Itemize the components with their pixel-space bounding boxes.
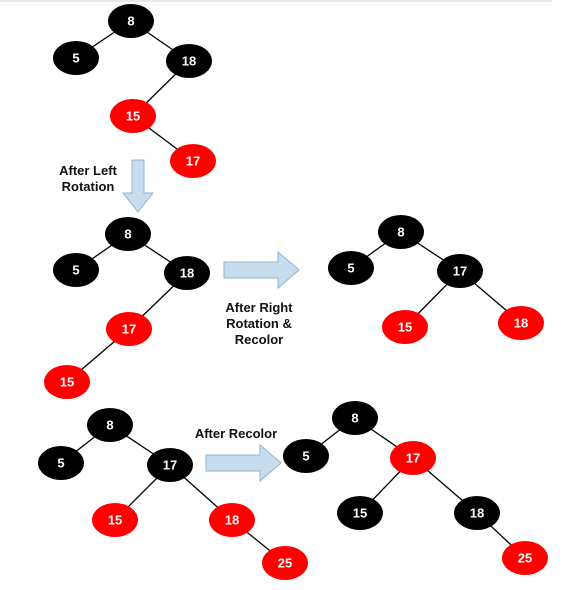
tree4-node-8: 8 — [87, 408, 133, 442]
tree2-node-18: 18 — [164, 256, 210, 290]
tree1-node-17: 17 — [170, 144, 216, 178]
tree1-node-8: 8 — [108, 4, 154, 38]
tree3-node-15-circle — [382, 310, 428, 344]
tree3-node-18-label: 18 — [514, 316, 528, 331]
tree1-node-5-circle — [53, 41, 99, 75]
tree4-node-25-label: 25 — [278, 556, 292, 571]
tree3-node-18-circle — [498, 306, 544, 340]
step-recolor-line-1: After Recolor — [195, 426, 277, 441]
step-right-rotation-recolor-line-2: Rotation & — [226, 316, 292, 331]
tree5-node-17: 17 — [390, 441, 436, 475]
tree4-node-17-label: 17 — [163, 458, 177, 473]
step-right-rotation-recolor-line-1: After Right — [225, 300, 293, 315]
tree3-node-17-circle — [437, 254, 483, 288]
tree1-node-8-circle — [108, 4, 154, 38]
tree4-node-8-circle — [87, 408, 133, 442]
step-recolor-label: After Recolor — [195, 426, 277, 441]
tree1-node-15-label: 15 — [126, 109, 140, 124]
tree2-node-8: 8 — [105, 217, 151, 251]
tree5-node-15: 15 — [337, 496, 383, 530]
tree3-node-15: 15 — [382, 310, 428, 344]
tree3-node-18: 18 — [498, 306, 544, 340]
tree1-node-18-label: 18 — [182, 54, 196, 69]
tree3-node-8-circle — [378, 215, 424, 249]
tree5-node-8-circle — [332, 401, 378, 435]
tree2-node-5: 5 — [53, 253, 99, 287]
tree5-node-18-circle — [454, 496, 500, 530]
right-arrow-1 — [223, 250, 300, 290]
tree4-node-17: 17 — [147, 448, 193, 482]
tree2-node-15-circle — [44, 365, 90, 399]
tree5-node-17-circle — [390, 441, 436, 475]
tree2-node-15-label: 15 — [60, 375, 74, 390]
tree4-node-8-label: 8 — [106, 418, 113, 433]
tree2-node-17-circle — [106, 312, 152, 346]
tree1-node-17-label: 17 — [186, 154, 200, 169]
tree5-node-18: 18 — [454, 496, 500, 530]
step-right-rotation-recolor-line-3: Recolor — [235, 332, 283, 347]
tree2-node-8-label: 8 — [124, 227, 131, 242]
tree5-node-15-label: 15 — [353, 506, 367, 521]
tree3-node-8-label: 8 — [397, 225, 404, 240]
arrows-layer — [121, 159, 300, 483]
tree5-node-8: 8 — [332, 401, 378, 435]
tree1-node-8-label: 8 — [127, 14, 134, 29]
tree3-node-17: 17 — [437, 254, 483, 288]
tree5-node-5-label: 5 — [302, 449, 309, 464]
tree4-node-15-label: 15 — [108, 513, 122, 528]
tree2-node-17: 17 — [106, 312, 152, 346]
tree5-node-25-label: 25 — [518, 551, 532, 566]
down-arrow — [121, 159, 155, 213]
tree5-node-18-label: 18 — [470, 506, 484, 521]
tree4-node-15-circle — [92, 503, 138, 537]
tree3-node-5-circle — [328, 251, 374, 285]
tree4-node-18-circle — [209, 503, 255, 537]
tree4-node-18-label: 18 — [225, 513, 239, 528]
tree3-node-8: 8 — [378, 215, 424, 249]
nodes-layer: 8 5 18 15 17 8 5 18 17 15 8 5 17 15 18 8 5 17 15 18 25 8 5 17 15… — [38, 4, 548, 580]
tree5-node-17-label: 17 — [406, 451, 420, 466]
step-left-rotation-line-2: Rotation — [62, 179, 115, 194]
tree2-node-5-label: 5 — [72, 263, 79, 278]
tree5-node-25: 25 — [502, 541, 548, 575]
tree4-node-5-label: 5 — [57, 456, 64, 471]
tree4-node-25-circle — [262, 546, 308, 580]
tree1-node-17-circle — [170, 144, 216, 178]
tree2-node-8-circle — [105, 217, 151, 251]
tree2-node-18-label: 18 — [180, 266, 194, 281]
tree3-node-15-label: 15 — [398, 320, 412, 335]
tree4-node-5: 5 — [38, 446, 84, 480]
step-left-rotation-line-1: After Left — [59, 163, 117, 178]
tree4-node-17-circle — [147, 448, 193, 482]
tree5-node-5-circle — [283, 439, 329, 473]
tree4-node-15: 15 — [92, 503, 138, 537]
tree4-node-25: 25 — [262, 546, 308, 580]
tree5-node-8-label: 8 — [351, 411, 358, 426]
tree1-node-5: 5 — [53, 41, 99, 75]
tree1-node-15-circle — [110, 99, 156, 133]
tree5-node-25-circle — [502, 541, 548, 575]
tree4-node-5-circle — [38, 446, 84, 480]
tree2-node-17-label: 17 — [122, 322, 136, 337]
tree1-node-15: 15 — [110, 99, 156, 133]
tree3-node-5-label: 5 — [347, 261, 354, 276]
tree3-node-17-label: 17 — [453, 264, 467, 279]
tree1-node-5-label: 5 — [72, 51, 79, 66]
tree3-node-5: 5 — [328, 251, 374, 285]
tree5-node-5: 5 — [283, 439, 329, 473]
right-arrow-2 — [205, 443, 282, 483]
tree5-node-15-circle — [337, 496, 383, 530]
tree1-node-18-circle — [166, 44, 212, 78]
tree2-node-18-circle — [164, 256, 210, 290]
tree1-node-18: 18 — [166, 44, 212, 78]
tree2-node-5-circle — [53, 253, 99, 287]
tree4-node-18: 18 — [209, 503, 255, 537]
tree2-node-15: 15 — [44, 365, 90, 399]
